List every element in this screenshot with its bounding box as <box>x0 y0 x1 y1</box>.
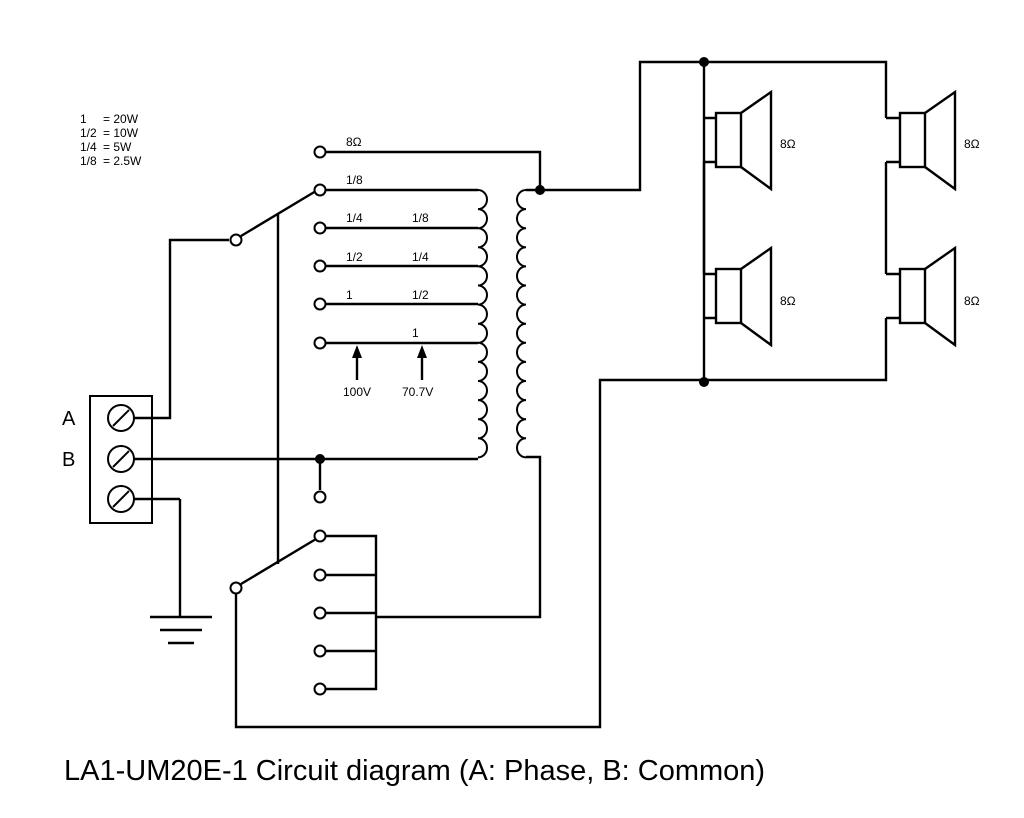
tap-contact-1-2 <box>313 259 327 273</box>
lower-contact-3 <box>313 606 327 620</box>
speaker-array: 8Ω 8Ω 8Ω 8Ω <box>699 57 980 387</box>
speaker-impedance-3: 8Ω <box>964 137 980 151</box>
voltage-markers: 100V 70.7V <box>343 345 433 399</box>
junction-speaker-top <box>699 57 709 67</box>
junction-common <box>315 454 325 464</box>
speaker-impedance-4: 8Ω <box>964 294 980 308</box>
legend-tap-4: 1/8 <box>80 154 97 168</box>
switch-pivot-lower <box>229 581 243 595</box>
legend-tap-3: 1/4 <box>80 140 97 154</box>
speaker-impedance-1: 8Ω <box>780 137 796 151</box>
wire-lower-pivot-return <box>234 346 888 729</box>
lower-contact-5 <box>313 682 327 696</box>
switch-arm-lower <box>240 537 317 586</box>
tap-label-70v-1-4: 1/4 <box>412 250 429 264</box>
transformer-secondary-coil <box>516 189 527 459</box>
lower-contact-4 <box>313 644 327 658</box>
power-legend: 1 = 20W 1/2 = 10W 1/4 = 5W 1/8 = 2.5W <box>80 112 142 168</box>
wire-input-a <box>134 238 229 420</box>
lower-contact-common <box>313 490 327 504</box>
speaker-impedance-2: 8Ω <box>780 294 796 308</box>
tap-label-100v-1-4: 1/4 <box>346 211 363 225</box>
switch-pivot-upper <box>229 233 243 247</box>
tap-label-100v-1-8: 1/8 <box>346 173 363 187</box>
speaker-icon <box>886 89 957 192</box>
tap-line-8ohm <box>326 150 542 190</box>
transformer-primary-coil <box>477 189 488 459</box>
legend-tap-1: 1 <box>80 112 87 126</box>
speaker-icon <box>704 245 773 348</box>
legend-tap-2: 1/2 <box>80 126 97 140</box>
screw-terminal-ground <box>107 485 135 513</box>
arrow-up-icon <box>352 345 362 358</box>
legend-power-2: = 10W <box>103 126 139 140</box>
arrow-up-icon <box>417 345 427 358</box>
tap-contact-1-4 <box>313 221 327 235</box>
tap-label-100v-1-2: 1/2 <box>346 250 363 264</box>
screw-terminal-a <box>107 404 135 432</box>
voltage-label-70v: 70.7V <box>402 385 433 399</box>
legend-power-1: = 20W <box>103 112 139 126</box>
tap-labels: 8Ω 1/8 1/4 1/8 1/2 1/4 1 1/2 1 <box>346 135 429 340</box>
wire-secondary-bottom <box>376 455 542 619</box>
lower-contact-1 <box>313 529 327 543</box>
tap-contact-off <box>313 336 327 350</box>
voltage-label-100v: 100V <box>343 385 371 399</box>
wire-secondary-top <box>526 60 888 192</box>
input-label-a: A <box>62 408 76 430</box>
speaker-mode-selector-switch <box>229 346 888 729</box>
tap-contact-1-8 <box>313 183 327 197</box>
junction-speaker-bottom <box>699 377 709 387</box>
tap-label-100v-1: 1 <box>346 288 353 302</box>
speaker-icon <box>886 245 957 348</box>
legend-power-4: = 2.5W <box>103 154 142 168</box>
tap-contacts <box>313 145 542 350</box>
diagram-caption: LA1-UM20E-1 Circuit diagram (A: Phase, B… <box>64 755 765 787</box>
power-tap-selector-switch <box>229 189 317 564</box>
tap-label-70v-1-2: 1/2 <box>412 288 429 302</box>
ground-icon <box>134 497 212 645</box>
lower-contact-2 <box>313 568 327 582</box>
tap-label-8ohm: 8Ω <box>346 135 362 149</box>
input-terminal-block: A B <box>62 395 153 524</box>
legend-power-3: = 5W <box>103 140 132 154</box>
tap-label-70v-1-8: 1/8 <box>412 211 429 225</box>
screw-terminal-b <box>107 445 135 473</box>
tap-label-70v-1: 1 <box>412 326 419 340</box>
tap-contact-1 <box>313 297 327 311</box>
tap-contact-8ohm <box>313 145 327 159</box>
speaker-icon <box>704 89 773 192</box>
junction-secondary-top <box>535 185 545 195</box>
input-label-b: B <box>62 449 75 471</box>
